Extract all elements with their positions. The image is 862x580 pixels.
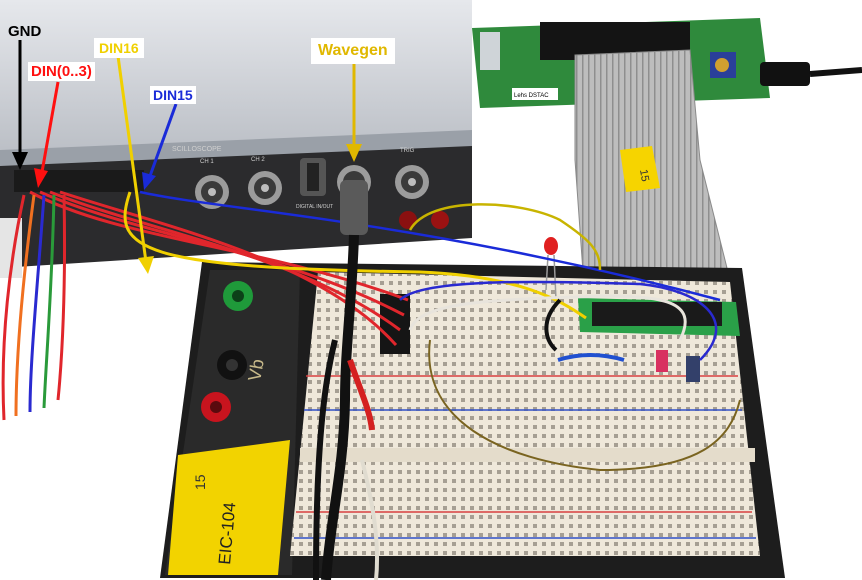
capacitor bbox=[686, 356, 700, 382]
blue-jumper bbox=[557, 353, 625, 362]
breadboard bbox=[290, 272, 760, 556]
ribbon-cable: 15 bbox=[574, 49, 736, 301]
measurement-device: SCILLOSCOPE CH 1 CH 2 DIGITAL IN/OUT TRI… bbox=[0, 0, 472, 278]
label-din16: DIN16 bbox=[94, 38, 144, 58]
white-cable bbox=[360, 459, 380, 580]
red-probe-clip bbox=[347, 359, 375, 431]
annotation-arrows bbox=[12, 40, 362, 274]
cable-sticker bbox=[620, 146, 660, 192]
red-led bbox=[544, 237, 558, 301]
label-din0-3: DIN(0..3) bbox=[28, 62, 95, 81]
red-socket bbox=[399, 211, 417, 229]
cable-sticker-text: 15 bbox=[637, 168, 651, 182]
device-panel-text: SCILLOSCOPE bbox=[172, 146, 222, 153]
bnc-connector-ch1 bbox=[195, 175, 229, 209]
trig-label: TRIG bbox=[400, 148, 415, 154]
label-din15: DIN15 bbox=[150, 86, 196, 104]
digital-header-connector bbox=[14, 170, 144, 192]
red-socket-2 bbox=[431, 211, 449, 229]
din16-arrow bbox=[116, 55, 148, 263]
bnc-connector-ch2 bbox=[248, 171, 282, 205]
barrel-jack bbox=[760, 62, 810, 86]
pcb-label: Lehs DSTAC bbox=[514, 93, 549, 99]
bnc-connector-trig bbox=[395, 165, 429, 199]
power-cable bbox=[809, 67, 862, 77]
din0-3-arrow bbox=[40, 81, 60, 173]
board-sticker-text: 15 bbox=[192, 474, 208, 490]
label-wavegen: Wavegen bbox=[311, 38, 395, 64]
digital-io-label: DIGITAL IN/OUT bbox=[296, 204, 333, 210]
vb-label: Vb bbox=[244, 358, 268, 383]
ch2-label: CH 2 bbox=[251, 157, 265, 163]
digital-io-port bbox=[300, 158, 326, 196]
din15-arrow bbox=[148, 103, 178, 177]
ch1-label: CH 1 bbox=[200, 159, 214, 165]
label-gnd: GND bbox=[8, 23, 42, 40]
wavegen-bnc-cable bbox=[313, 180, 380, 580]
board-sticker bbox=[168, 440, 290, 575]
